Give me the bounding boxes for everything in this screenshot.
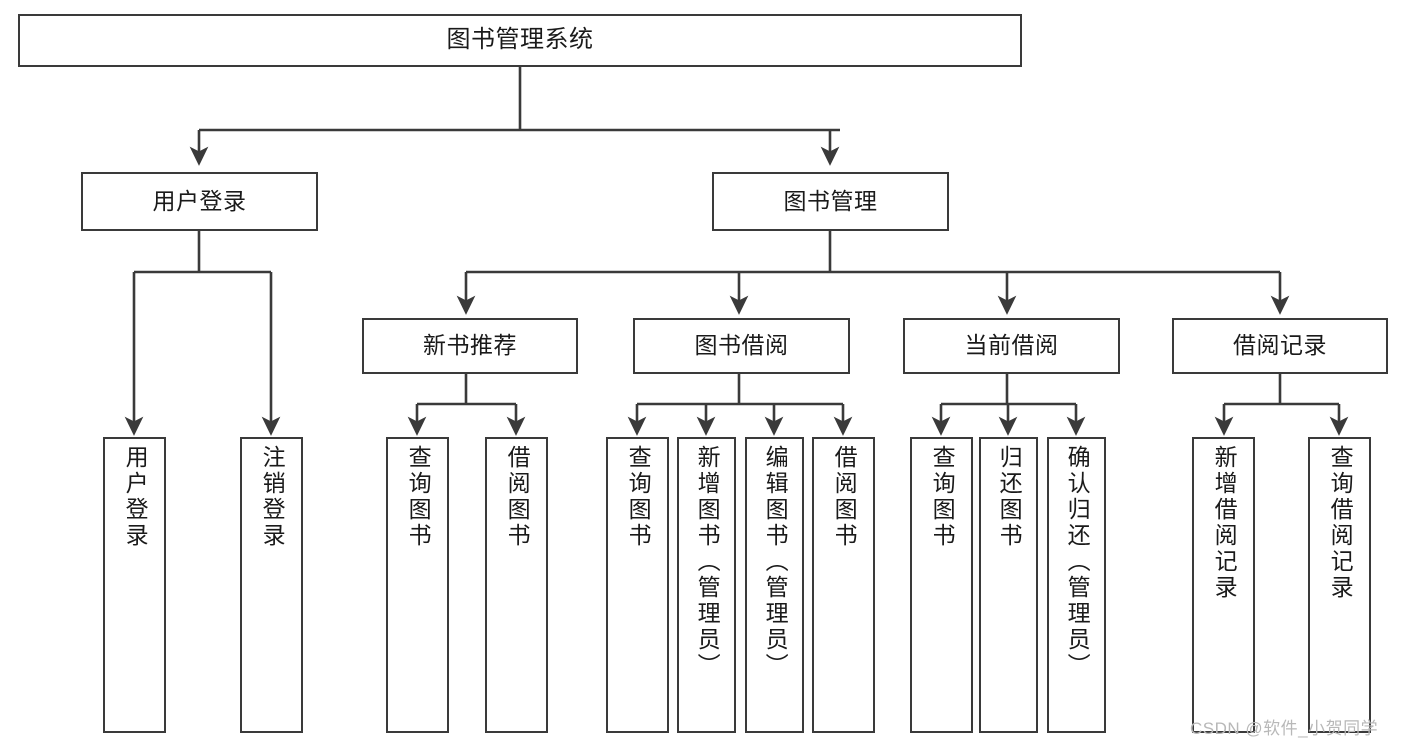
node-user-login-label: 用户登录 <box>152 187 247 214</box>
leaf-book-borrow-edit-book-admin-label: 编辑图书（管理员） <box>762 445 789 679</box>
leaf-borrow-record-query-record-label: 查询借阅记录 <box>1327 445 1354 601</box>
node-book-management-label: 图书管理 <box>783 187 878 214</box>
leaf-book-borrow-query-books[interactable]: 查询图书 <box>606 437 669 733</box>
node-borrowing-record-label: 借阅记录 <box>1233 332 1327 359</box>
leaf-current-borrow-query-books[interactable]: 查询图书 <box>910 437 973 733</box>
leaf-user-login-signout-label: 注销登录 <box>259 445 286 549</box>
leaf-book-borrow-add-book-admin-label: 新增图书（管理员） <box>694 445 721 679</box>
leaf-current-borrow-confirm-return-admin[interactable]: 确认归还（管理员） <box>1047 437 1106 733</box>
node-current-borrowing-label: 当前借阅 <box>964 332 1059 359</box>
leaf-borrow-record-add-record-label: 新增借阅记录 <box>1211 445 1238 601</box>
leaf-borrow-record-add-record[interactable]: 新增借阅记录 <box>1192 437 1255 733</box>
leaf-borrow-record-query-record[interactable]: 查询借阅记录 <box>1308 437 1371 733</box>
leaf-current-borrow-query-books-label: 查询图书 <box>929 445 956 549</box>
leaf-book-borrow-borrow-books[interactable]: 借阅图书 <box>812 437 875 733</box>
leaf-new-book-borrow-books[interactable]: 借阅图书 <box>485 437 548 733</box>
leaf-current-borrow-return-books[interactable]: 归还图书 <box>979 437 1038 733</box>
node-borrowing-record[interactable]: 借阅记录 <box>1172 318 1388 374</box>
leaf-current-borrow-return-books-label: 归还图书 <box>996 445 1023 549</box>
node-new-book-recommendation-label: 新书推荐 <box>423 332 517 359</box>
node-book-borrowing-label: 图书借阅 <box>694 332 789 359</box>
leaf-book-borrow-borrow-books-label: 借阅图书 <box>831 445 858 549</box>
leaf-user-login-signin[interactable]: 用户登录 <box>103 437 166 733</box>
node-book-management[interactable]: 图书管理 <box>712 172 949 231</box>
leaf-new-book-query-books[interactable]: 查询图书 <box>386 437 449 733</box>
csdn-watermark: CSDN @软件_小贺同学 <box>1190 719 1379 738</box>
leaf-current-borrow-confirm-return-admin-label: 确认归还（管理员） <box>1064 445 1091 679</box>
leaf-book-borrow-edit-book-admin[interactable]: 编辑图书（管理员） <box>745 437 804 733</box>
node-root-system[interactable]: 图书管理系统 <box>18 14 1022 67</box>
node-new-book-recommendation[interactable]: 新书推荐 <box>362 318 578 374</box>
leaf-user-login-signout[interactable]: 注销登录 <box>240 437 303 733</box>
node-user-login[interactable]: 用户登录 <box>81 172 318 231</box>
leaf-new-book-borrow-books-label: 借阅图书 <box>504 445 531 549</box>
node-current-borrowing[interactable]: 当前借阅 <box>903 318 1120 374</box>
leaf-new-book-query-books-label: 查询图书 <box>405 445 432 549</box>
node-book-borrowing[interactable]: 图书借阅 <box>633 318 850 374</box>
node-root-system-label: 图书管理系统 <box>446 26 594 54</box>
leaf-user-login-signin-label: 用户登录 <box>122 445 149 549</box>
leaf-book-borrow-query-books-label: 查询图书 <box>625 445 652 549</box>
leaf-book-borrow-add-book-admin[interactable]: 新增图书（管理员） <box>677 437 736 733</box>
